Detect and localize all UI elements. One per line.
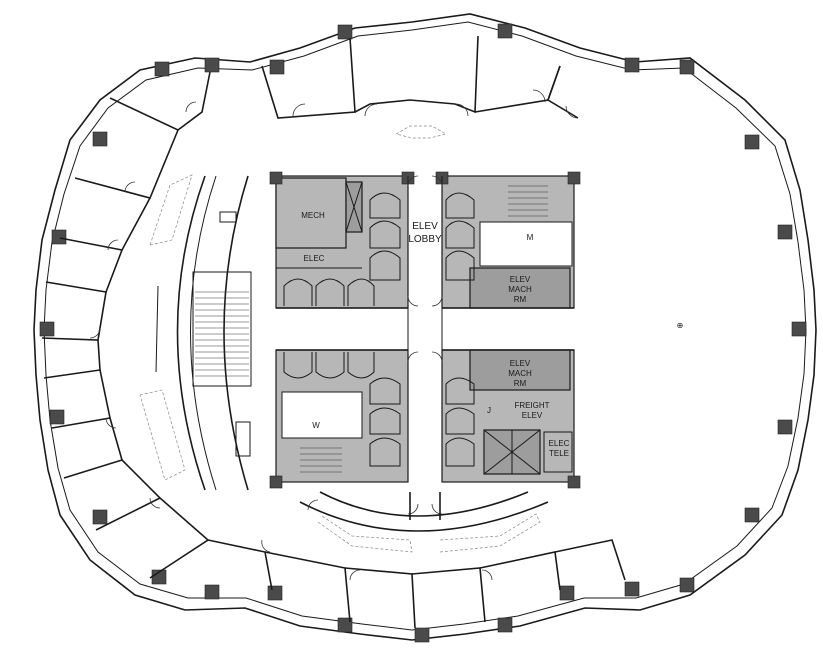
elev-lobby-label-1: ELEV [412,221,438,232]
mech-room [275,177,347,249]
elev-mach-bot-label-1: ELEV [510,359,531,368]
elev-lobby-label-2: LOBBY [408,234,442,245]
elev-mach-bot-label-2: MACH [508,369,532,378]
mens-room [479,221,573,267]
perimeter-columns [39,23,807,643]
elev-mach-top-label-1: ELEV [510,275,531,284]
elec-label: ELEC [304,254,325,263]
freight-label-2: ELEV [522,411,543,420]
elev-mach-bot-label-3: RM [514,379,527,388]
west-offices [41,71,211,579]
mech-label: MECH [301,211,325,220]
central-core: MECH ELEC M ELEV MACH RM W [269,171,581,520]
freight-label-1: FREIGHT [514,401,549,410]
elec-tele-label-2: TELE [549,449,569,458]
outer-perimeter [33,13,817,641]
east-fixture: ⊕ [677,321,684,330]
elev-mach-top-label-3: RM [514,295,527,304]
west-corridor [139,174,252,491]
mens-label: M [527,233,534,242]
janitor-label: J [487,406,491,415]
elev-mach-top-label-2: MACH [508,285,532,294]
north-offices [261,35,561,139]
east-open-area: ⊕ [547,65,684,330]
womens-label: W [312,421,320,430]
womens-room [281,391,363,439]
south-offices [207,491,626,629]
elec-tele-label-1: ELEC [549,439,570,448]
